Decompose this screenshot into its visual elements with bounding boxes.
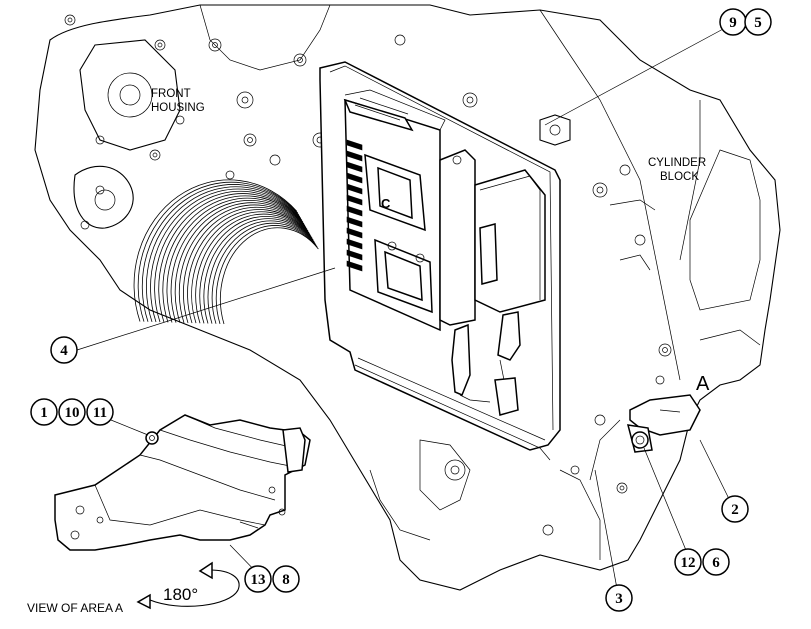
callout-11: 11 [86,398,114,426]
svg-text:11: 11 [93,405,107,421]
front-housing-label-line1: FRONT [151,88,191,100]
callout-1: 1 [30,398,58,426]
callout-10: 10 [58,398,86,426]
damper-ring [195,213,313,324]
damper-ring [133,179,298,322]
damper-ring [211,222,317,324]
ecm-fin [346,205,363,217]
callout-8: 8 [272,565,300,593]
ecm-fin [346,227,363,239]
view-area-a-inset [54,414,311,551]
ecm-fin [346,172,363,184]
damper-ring [174,202,308,323]
vibration-damper [133,179,319,325]
damper-ring [146,186,301,322]
ecm-fin [346,194,363,206]
callout-6: 6 [702,548,730,576]
ecm-fin [346,139,363,151]
svg-text:9: 9 [729,15,737,31]
damper-ring [215,225,318,325]
svg-text:13: 13 [251,572,266,588]
callout-5: 5 [744,8,772,36]
damper-ring [170,200,307,323]
damper-ring [203,218,315,324]
svg-text:5: 5 [754,15,762,31]
cylinder-block-label-line2: BLOCK [660,171,699,183]
callout-3: 3 [605,584,633,612]
damper-ring [162,195,305,323]
svg-text:10: 10 [65,405,80,421]
ecm-fin [346,216,363,228]
damper-ring [182,206,310,324]
callout-13: 13 [244,565,272,593]
ecm-letter-c: C [381,196,391,211]
svg-text:2: 2 [731,502,739,518]
wiring-harness [451,311,521,416]
rotation-label: 180° [163,585,198,604]
damper-ring [207,220,316,324]
damper-ring [220,227,319,325]
ecm-fin [346,183,363,195]
front-housing-cover [73,39,181,229]
ecm-fin [346,249,363,261]
damper-ring [150,188,302,323]
callout-9: 9 [719,8,747,36]
damper-ring [158,193,304,323]
engine-bolt-holes [64,14,672,536]
damper-ring [137,181,299,322]
part-labels: FRONT HOUSING CYLINDER BLOCK A VIEW OF A… [27,88,710,615]
svg-text:3: 3 [615,591,623,607]
damper-ring [191,211,312,324]
callout-4: 4 [50,336,78,364]
callouts: 9 5 4 1 10 11 13 8 2 12 6 3 [30,8,772,612]
cylinder-block-label-line1: CYLINDER [648,157,706,169]
damper-ring [154,190,303,323]
front-housing-label-line2: HOUSING [151,102,205,114]
ecm-module: C [343,89,446,332]
ecm-fin [346,161,363,173]
ecm-fin [346,260,363,272]
ecm-fin [346,150,363,162]
area-a-bracket [626,394,701,453]
leader-lines [76,27,734,595]
rotation-arrow [136,561,240,610]
engine-block-outline [34,4,781,591]
damper-ring [178,204,309,323]
callout-12: 12 [674,548,702,576]
view-of-area-label: VIEW OF AREA A [27,601,123,615]
relay-module [439,149,546,326]
svg-text:4: 4 [60,343,68,359]
area-a-letter: A [696,373,710,395]
damper-ring [199,215,314,324]
ecm-fin [346,238,363,250]
ecm-cooling-fins [346,139,363,272]
damper-ring [166,197,306,323]
damper-ring [187,209,311,324]
svg-text:6: 6 [712,555,720,571]
damper-ring [141,184,300,322]
svg-text:12: 12 [681,555,696,571]
callout-2: 2 [721,495,749,523]
svg-text:8: 8 [282,572,290,588]
svg-text:1: 1 [40,405,48,421]
